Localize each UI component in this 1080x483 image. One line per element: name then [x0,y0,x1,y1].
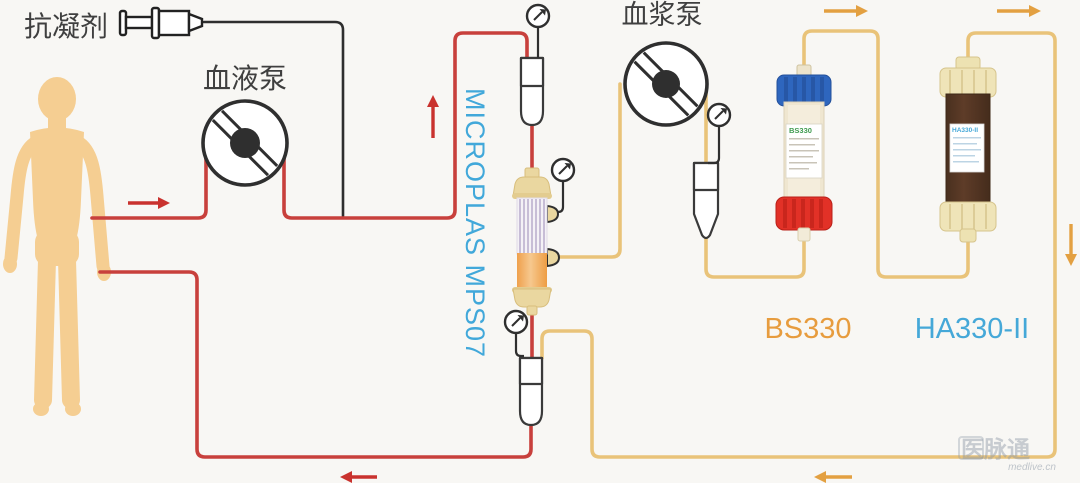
ha330-label: HA330-II [915,313,1029,345]
separator-upper-port [546,204,560,224]
bs330-cartridge: BS330 [775,64,833,242]
bs330-product-label-text: BS330 [789,126,812,135]
plasma-drip-chamber [692,161,720,240]
arterial-drip-chamber [519,56,545,127]
separator-fiber-stripes [519,199,545,253]
bs330-top-cap-ribs [784,77,824,104]
ha330-top-cap-facets [949,70,987,95]
plasma-line-bs330-to-ha330 [802,29,970,279]
pressure-gauge-arterial [525,3,551,58]
blood-tubing [90,31,534,459]
blood-pump-icon [201,99,289,187]
bs330-bottom-cap-ribs [783,199,823,228]
venous-return-line [98,270,533,459]
plasma-tubing [540,29,1057,459]
flow-arrow-blood-return-left [340,471,377,483]
ha330-cartridge: HA330-II [939,56,997,243]
pressure-gauge-separator [550,157,576,214]
flow-arrow-blood-right [128,197,170,209]
flow-arrow-plasma-return-left [814,471,852,483]
patient-silhouette [3,77,111,416]
anticoagulant-label: 抗凝剂 [24,11,108,42]
plasma-pump-icon [623,41,709,127]
arterial-line-to-separator [282,31,529,220]
plasma-return-line [540,31,1057,459]
flow-arrow-plasma-down [1065,224,1077,266]
plasma-pump-label: 血浆泵 [622,0,703,30]
watermark-logo: 医脉通 medlive.cn [958,436,1056,473]
plasma-separator-label: MICROPLAS MPS07 [460,88,490,358]
anticoagulant-line [202,20,345,218]
venous-drip-chamber [518,356,544,427]
plasma-line-chamber-to-bs330 [704,235,806,279]
ha330-label-lines [953,137,981,163]
plasma-separator-device [512,167,561,316]
pressure-gauge-plasma [706,102,732,165]
bs330-label: BS330 [764,313,851,345]
pressure-gauge-venous [503,309,529,358]
ha330-bottom-cap-facets [949,204,987,229]
ha330-product-label-text: HA330-II [952,127,978,134]
flow-arrow-plasma-right-2 [997,5,1041,17]
ha330-product-label [949,123,985,173]
separator-lower-port [546,247,561,268]
plasma-line-separator-to-pump [550,82,622,259]
watermark-name: 医脉通 [961,436,1030,462]
arterial-line-from-patient [90,141,208,220]
flow-arrow-plasma-right-1 [824,5,868,17]
anticoagulant-syringe-icon [118,6,204,40]
bs330-label-lines [789,138,819,170]
flow-arrow-blood-up [427,95,439,138]
blood-pump-label: 血液泵 [203,63,287,94]
watermark-site: medlive.cn [1008,462,1056,473]
